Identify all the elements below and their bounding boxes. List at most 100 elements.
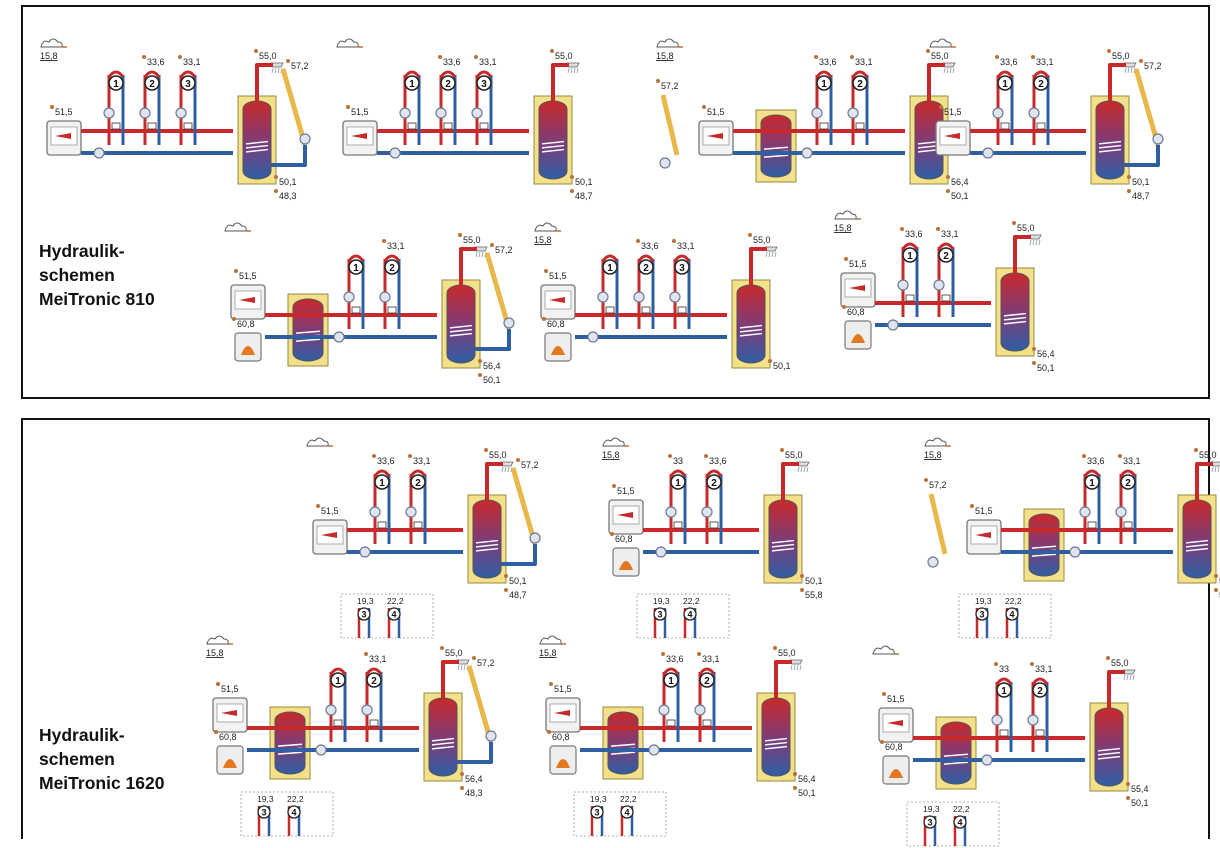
temperature-label: 55,0 [785,450,803,460]
temperature-label: 22,2 [1005,596,1022,606]
outdoor-temperature: 15,8 [206,648,224,658]
circuit-badge [953,815,967,829]
storage-tank [995,267,1035,357]
temperature-label: 60,8 [615,534,633,544]
sensor-dot-icon [570,189,574,193]
sensor-dot-icon [1194,448,1198,452]
temperature-label: 51,5 [321,506,339,516]
circuit-number: 1 [607,263,613,274]
pump-icon [847,107,859,119]
sensor-dot-icon [478,359,482,363]
pipe [927,63,945,101]
outdoor-temperature: 15,8 [602,450,620,460]
circuit-badge [1120,474,1136,490]
pump-icon [299,133,311,145]
mixer-valve-icon [819,122,829,130]
cloud-icon [40,38,67,48]
pump-icon [982,147,994,159]
outdoor-temperature: 15,8 [924,450,942,460]
sensor-dot-icon [844,257,848,261]
temperature-label: 50,1 [773,361,791,371]
caption-line: Hydraulik- [39,241,125,261]
sensor-dot-icon [1106,656,1110,660]
circuit-badge [1005,607,1019,621]
circuit-badge [440,75,456,91]
temperature-label: 57,2 [661,81,679,91]
temperature-label: 33,6 [443,57,461,67]
pipe [475,329,511,351]
pipe [937,242,955,250]
pipe [485,462,503,500]
pump-icon [399,107,411,119]
pump-icon [1027,714,1039,726]
solar-collector-icon [466,665,494,743]
temperature-label: 57,2 [291,61,309,71]
circuit-badge [674,259,690,275]
temperature-label: 60,8 [552,732,570,742]
sensor-dot-icon [216,682,220,686]
temperature-label: 60,8 [219,732,237,742]
mixer-valve-icon [677,306,687,314]
storage-tank [602,706,644,780]
temperature-label: 57,2 [1144,61,1162,71]
sensor-dot-icon [50,105,54,109]
circuit-number: 4 [291,808,296,818]
pipe [815,70,833,78]
temperature-label: 55,0 [445,648,463,658]
circuit-badge [1084,474,1100,490]
sensor-dot-icon [142,55,146,59]
sensor-dot-icon [178,55,182,59]
sensor-dot-icon [994,662,998,666]
storage-tank [287,293,329,367]
storage-tank [467,494,507,584]
circuit-number: 1 [113,79,119,90]
pipe [439,70,457,78]
pump-icon [897,279,909,291]
temperature-label: 55,0 [463,235,481,245]
outdoor-temperature: 15,8 [534,235,552,245]
circuit-number: 4 [1009,610,1014,620]
storage-tank [1177,494,1217,584]
circuit-badge [975,607,989,621]
hydraulic-schema: 15,851,5133,6233,155,056,450,157,2319,34… [923,434,1220,640]
pipe [409,469,427,477]
sensor-dot-icon [544,269,548,273]
pump-icon [992,107,1004,119]
temperature-label: 22,2 [953,804,970,814]
circuit-number: 2 [943,251,949,262]
temperature-label: 33,1 [941,229,959,239]
mixer-valve-icon [855,122,865,130]
pump-icon [103,107,115,119]
pump-icon [379,291,391,303]
boiler-icon [540,284,576,320]
sensor-dot-icon [1126,796,1130,800]
temperature-label: 19,3 [590,794,607,804]
pump-icon [669,291,681,303]
boiler-icon [840,272,876,308]
temperature-label: 33,6 [1000,57,1018,67]
sensor-dot-icon [936,227,940,231]
temperature-label: 33,1 [702,654,720,664]
temperature-label: 55,0 [753,235,771,245]
pipe [781,462,799,500]
circuit-number: 1 [335,676,341,687]
temperature-label: 33,1 [183,57,201,67]
extension-module-box [636,593,730,639]
sensor-dot-icon [547,730,551,734]
schema-graphic: 15,851,5133,6233,155,056,450,157,2319,34… [924,437,1220,639]
circuit-number: 4 [957,818,962,828]
temperature-label: 22,2 [620,794,637,804]
circuit-badge [852,75,868,91]
pump-icon [359,546,371,558]
pipe [851,70,869,78]
temperature-label: 33,6 [377,456,395,466]
sensor-dot-icon [232,317,236,321]
outdoor-temperature: 15,8 [656,51,674,61]
flame-icon [549,745,577,775]
